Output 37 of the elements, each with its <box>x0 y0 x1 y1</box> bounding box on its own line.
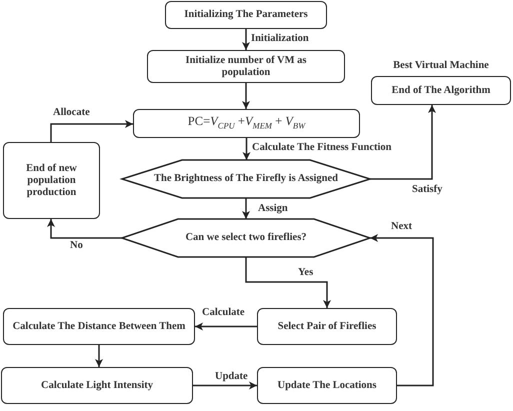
step-text: Calculate Light Intensity <box>40 380 153 392</box>
decision-hexagon <box>122 160 370 198</box>
step-text: Initialize number of VM as population <box>184 54 308 78</box>
process-box <box>133 109 360 138</box>
process-box <box>165 1 327 29</box>
step-text: End of new population production <box>25 162 78 198</box>
arrow <box>242 83 250 109</box>
step-text: Initializing The Parameters <box>184 9 308 21</box>
edge-label: Update <box>215 371 248 383</box>
arrow <box>370 105 436 180</box>
process-box <box>147 50 345 83</box>
arrow <box>193 382 257 390</box>
process-box <box>1 367 193 404</box>
decision-text: The Brightness of The Firefly is Assigned <box>154 173 338 185</box>
step-text: Select Pair of Fireflies <box>278 320 376 332</box>
process-box <box>257 308 397 345</box>
arrow <box>195 322 257 330</box>
process-box <box>257 367 397 404</box>
arrow <box>242 138 250 160</box>
arrow <box>95 345 103 367</box>
arrow <box>242 29 250 50</box>
arrow <box>245 257 331 308</box>
edge-label: Satisfy <box>412 184 442 196</box>
decision-hexagon <box>122 219 370 257</box>
step-text: Update The Locations <box>278 380 376 392</box>
arrow <box>242 198 250 219</box>
formula-text: PC=V$_{CPU}$ +V$_{MEM}$ + V$_{BW}$ <box>188 114 306 133</box>
step-text: End of The Algorithm <box>392 84 490 96</box>
output-label: Best Virtual Machine <box>393 60 489 72</box>
process-box <box>3 308 195 345</box>
process-box <box>3 142 100 219</box>
arrow <box>370 234 434 386</box>
edge-label: Assign <box>258 203 288 215</box>
decision-text: Can we select two fireflies? <box>185 232 307 244</box>
arrow <box>50 120 133 142</box>
step-text: Calculate The Distance Between Them <box>12 320 186 332</box>
arrow <box>47 219 122 239</box>
